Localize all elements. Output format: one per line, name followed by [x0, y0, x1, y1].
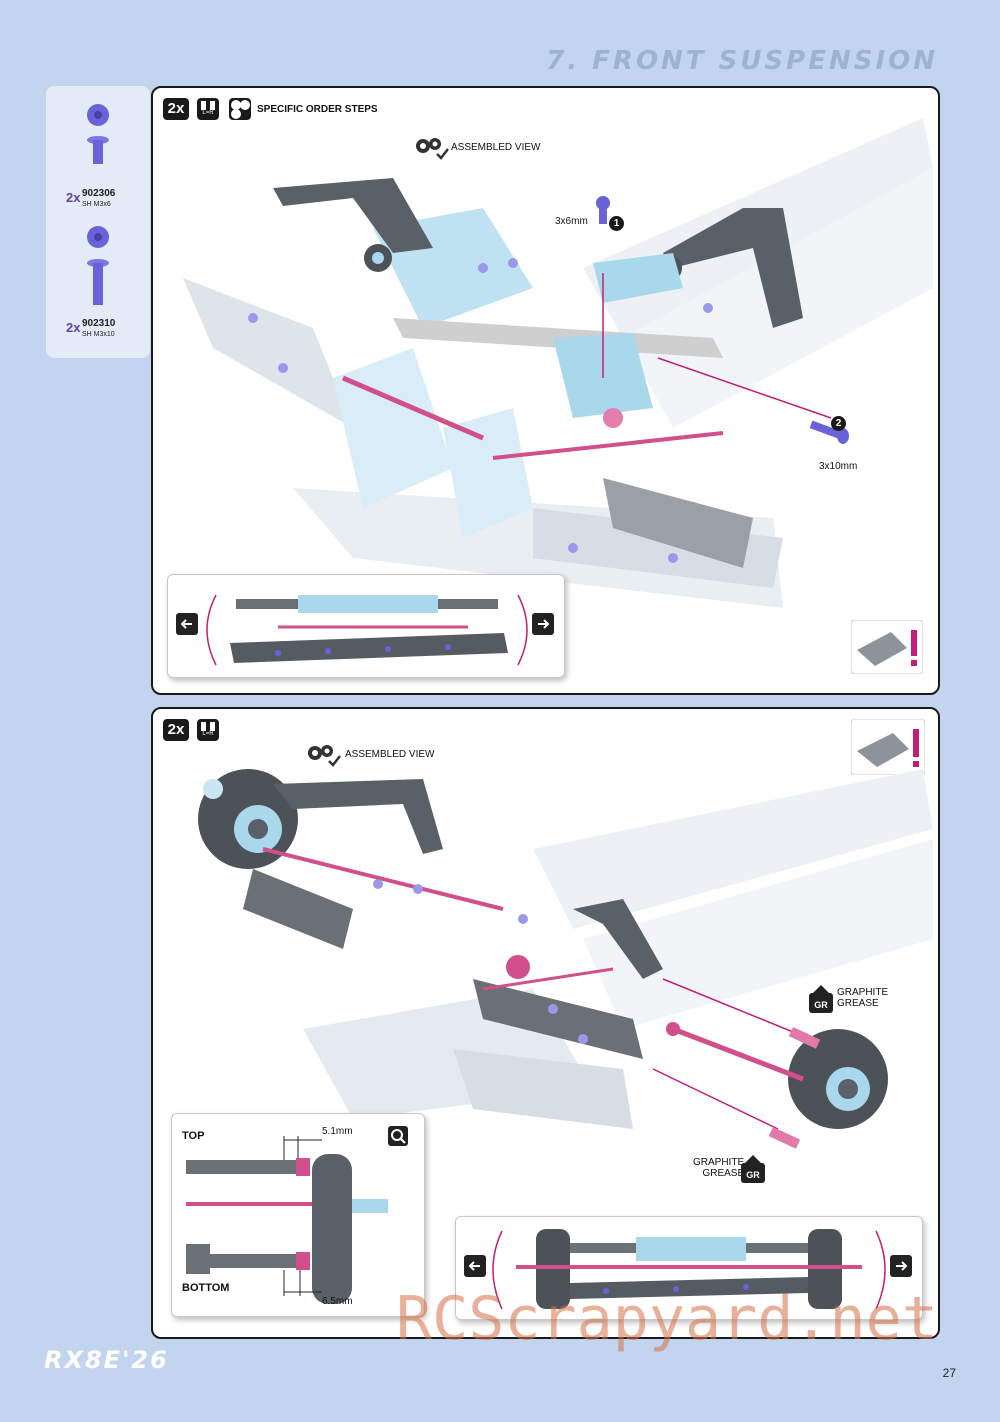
- screw-size-label-1: 3x6mm: [555, 216, 588, 227]
- order-steps-icon: [229, 98, 251, 120]
- assembled-view-label: ASSEMBLED VIEW: [451, 142, 541, 153]
- arrow-right-icon: [532, 613, 554, 635]
- grease-label-line: GRAPHITE: [837, 987, 889, 998]
- step-panel-1: 2x L=R SPECIFIC ORDER STEPS ASSEMBLED VI…: [151, 86, 940, 695]
- page-number: 27: [942, 1366, 956, 1380]
- left-right-same-icon: L=R: [197, 719, 219, 741]
- part-spec: SH M3x6: [82, 201, 111, 208]
- front-view-inset: [455, 1216, 923, 1320]
- part-code-number: 902310: [82, 318, 116, 329]
- grease-label-upper: GRAPHITE GREASE: [837, 987, 888, 1009]
- part-spec: SH M3x10: [82, 331, 115, 338]
- detail-drawing: [186, 1136, 388, 1304]
- grease-label-line: GREASE: [702, 1168, 745, 1179]
- grease-badge: GR: [814, 1000, 828, 1010]
- top-label: TOP: [182, 1130, 205, 1142]
- part-code: 902306 SH M3x6: [82, 188, 115, 210]
- button-head-screw-long-icon: [87, 226, 109, 305]
- arrow-left-icon: [176, 613, 198, 635]
- chassis-warning-icon: [851, 719, 925, 775]
- arrow-left-icon: [464, 1255, 486, 1277]
- lr-badge-text: L=R: [202, 110, 214, 116]
- grease-tube-icon: [741, 1155, 765, 1183]
- detail-inset: TOP BOTTOM 5.1mm 6.5mm: [171, 1113, 425, 1317]
- top-dimension: 5.1mm: [322, 1126, 353, 1137]
- product-logo: RX8E'26: [44, 1346, 169, 1374]
- grease-label-lower: GRAPHITE GREASE: [693, 1157, 744, 1179]
- chassis-warning-icon: [851, 620, 923, 674]
- multiplier-badge: 2x: [163, 719, 189, 741]
- assembled-view-icon: [416, 138, 449, 160]
- front-view-inset: [167, 574, 565, 678]
- front-view-drawing: [206, 594, 528, 666]
- section-title: 7. FRONT SUSPENSION: [546, 46, 938, 76]
- parts-panel: 2x 902306 SH M3x6 2x 902310 SH M3x10: [46, 86, 150, 358]
- part-code-number: 902306: [82, 188, 116, 199]
- watermark: RCScrapyard.net: [396, 1284, 938, 1354]
- arrow-right-icon: [890, 1255, 912, 1277]
- assembled-view-icon: [308, 745, 341, 767]
- step-number-2: 2: [831, 416, 846, 431]
- order-steps-label: SPECIFIC ORDER STEPS: [257, 104, 378, 115]
- part-qty: 2x: [66, 190, 81, 205]
- lr-badge-text: L=R: [202, 731, 214, 737]
- grease-label-line: GREASE: [837, 998, 879, 1009]
- part-code: 902310 SH M3x10: [82, 318, 115, 340]
- front-view-drawing: [492, 1229, 886, 1310]
- multiplier-badge: 2x: [163, 98, 189, 120]
- bottom-dimension: 6.5mm: [322, 1296, 353, 1307]
- left-right-same-icon: L=R: [197, 98, 219, 120]
- part-qty: 2x: [66, 320, 81, 335]
- assembled-view-label: ASSEMBLED VIEW: [345, 749, 435, 760]
- magnifier-icon: [388, 1126, 408, 1146]
- hub-assembly-drawing: [198, 769, 933, 1149]
- button-head-screw-short-icon: [87, 104, 109, 164]
- bottom-label: BOTTOM: [182, 1282, 230, 1294]
- grease-tube-icon: [809, 985, 833, 1013]
- grease-label-line: GRAPHITE: [693, 1157, 745, 1168]
- step-number-1: 1: [609, 216, 624, 231]
- front-suspension-drawing: [183, 118, 933, 608]
- screw-size-label-2: 3x10mm: [819, 461, 858, 472]
- step-panel-2: 2x L=R ASSEMBLED VIEW: [151, 707, 940, 1339]
- grease-badge: GR: [746, 1170, 760, 1180]
